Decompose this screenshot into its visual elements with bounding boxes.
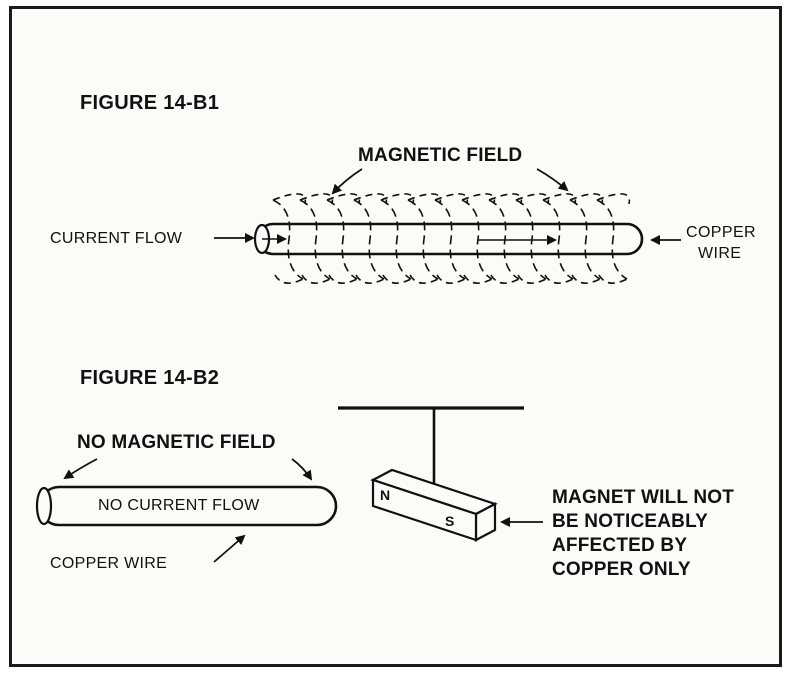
copper-wire-label-line2: WIRE [698,244,742,262]
no-current-flow-label: NO CURRENT FLOW [98,497,260,514]
field-loop-front [434,199,466,280]
no-field-arrows [63,458,313,481]
field-loop-back [380,193,415,205]
field-loop-back [571,274,601,284]
current-direction-arrow [262,234,557,245]
field-loop-front [596,199,628,280]
field-loop-back [272,193,307,205]
field-loop-front [353,199,385,280]
idle-copper-wire-label: COPPER WIRE [50,555,168,572]
field-loop-front [299,199,331,280]
field-loop-back [353,193,388,205]
field-loop-front [569,199,601,280]
field-loop-back [382,274,412,284]
field-loop-front [272,199,304,280]
field-loop-back [328,274,358,284]
magnetic-field-label: MAGNETIC FIELD [358,145,523,166]
field-loop-back [569,193,604,205]
magnet-south-pole: S [445,513,455,529]
magnetic-field-loops [272,193,631,284]
field-loop-back [596,193,631,205]
field-loop-back [490,274,520,284]
field-loop-back [434,193,469,205]
figure-frame [9,6,782,667]
current-carrying-wire [253,222,644,256]
copper-wire-label-line1: COPPER [686,224,756,241]
field-loop-front [380,199,412,280]
field-loop-back [299,193,334,205]
field-loop-front [326,199,358,280]
field-loop-front [542,199,574,280]
field-loop-back [301,274,331,284]
field-loop-back [355,274,385,284]
field-loop-back [544,274,574,284]
magnet-note: MAGNET WILL NOT BE NOTICEABLY AFFECTED B… [552,486,734,583]
figure-2-title: FIGURE 14-B2 [80,367,220,389]
magnet-note-line: AFFECTED BY [552,535,688,557]
field-label-arrows [331,168,569,195]
field-loop-back [517,274,547,284]
field-loop-back [409,274,439,284]
current-flow-label: CURRENT FLOW [50,230,183,247]
figure-1-title: FIGURE 14-B1 [80,92,220,114]
field-loop-back [274,274,304,284]
magnet-note-line: BE NOTICEABLY [552,511,709,533]
idle-wire-pointer [213,534,246,563]
magnet-note-line: MAGNET WILL NOT [552,487,735,508]
field-loop-back [407,193,442,205]
field-loop-back [598,274,628,284]
no-magnetic-field-label: NO MAGNETIC FIELD [77,432,276,453]
magnet-north-pole: N [380,487,391,503]
field-loop-back [436,274,466,284]
field-loop-back [326,193,361,205]
field-loop-back [488,193,523,205]
copper-wire-label: COPPER WIRE [686,223,756,265]
field-loop-front [407,199,439,280]
field-loop-back [542,193,577,205]
field-loop-front [461,199,493,280]
magnet-support [338,406,524,486]
field-loop-back [515,193,550,205]
field-loop-back [461,193,496,205]
field-loop-back [463,274,493,284]
magnet-note-line: COPPER ONLY [552,559,691,581]
field-loop-front [488,199,520,280]
bar-magnet [370,468,498,542]
idle-copper-wire [35,485,338,527]
field-loop-front [515,199,547,280]
